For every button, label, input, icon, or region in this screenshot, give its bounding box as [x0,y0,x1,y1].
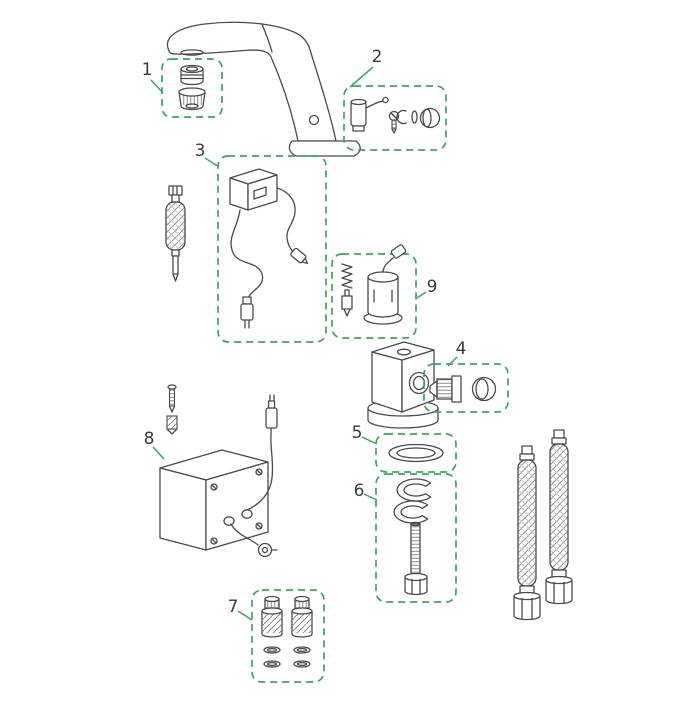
cable-gland-2 [241,509,253,519]
sensor-lead [246,427,274,511]
callout-5-leader [361,436,378,445]
faucet-body [166,21,361,157]
valve-side-port [408,371,430,395]
flex-hose-left [513,445,541,621]
sensor-cable [276,187,296,253]
callout-3: 3 [195,141,206,161]
part-3-box [217,155,327,343]
part-7-box [251,589,325,683]
threaded-rod [410,521,421,575]
callout-9: 9 [427,277,438,297]
anchor-screw [166,384,178,435]
cartridge-cable [382,257,394,273]
hex-nut [404,572,428,596]
part-group-7: 7 [228,589,325,683]
callout-2: 2 [372,47,383,67]
callout-9-leader [416,291,427,299]
power-lead-plug [257,542,278,558]
pilot-valve [350,96,389,132]
horseshoe-washer-1 [396,478,432,502]
part-group-4: 4 [423,339,509,413]
callout-3-leader [204,157,220,168]
part-group-9: 9 [331,244,438,339]
riser-tube [165,185,186,282]
callout-1: 1 [142,60,153,80]
sensor-lead-plug [265,394,278,429]
flex-hose-right [545,429,573,605]
callout-7-leader [237,610,253,621]
callout-7: 7 [228,597,239,617]
screw [388,110,400,134]
faucet-seam [261,23,273,53]
flex-hose-left-nut [513,591,541,621]
check-valve-1 [261,595,283,668]
cable-gland-1 [223,516,235,526]
part-2-box [343,85,447,151]
part-group-1: 1 [142,58,223,118]
aerator-insert [180,64,204,86]
cable-connector-b [240,296,254,329]
spring [341,263,353,289]
part-group-2: 2 [343,47,447,151]
power-lead [230,523,259,546]
aerator [178,87,206,111]
base-gasket [388,443,444,463]
sensor-window [308,114,320,126]
ring-nut [471,376,497,402]
part-4-box [423,363,509,413]
callout-8-leader [152,446,165,460]
cover-cap [419,107,441,129]
faucet-base [288,140,361,157]
part-group-8: 8 [144,384,278,558]
control-box [159,449,269,551]
part-6-box [375,473,457,603]
cartridge-plug [390,244,407,259]
part-group-6: 6 [354,473,457,603]
callout-5: 5 [352,423,363,443]
part-group-5: 5 [352,423,457,473]
callout-6: 6 [354,481,365,501]
horseshoe-washer-2 [393,500,429,524]
callout-6-leader [363,493,378,501]
flex-hose-right-nut [545,575,573,605]
sensor-module [229,168,278,211]
valve-top-port [396,348,412,356]
callout-4: 4 [456,339,467,359]
part-9-box [331,253,417,339]
retaining-clip [396,109,407,125]
callout-4-leader [447,356,458,367]
lid-screws [210,468,263,545]
solenoid-cartridge [363,244,407,325]
callout-1-leader [150,79,164,94]
check-valve-2 [291,595,313,668]
sensor-cable-loop [230,209,264,303]
part-1-box [161,58,223,118]
valve-body [367,341,439,429]
callout-2-leader [349,66,374,88]
part-5-box [375,433,457,473]
plunger [341,289,353,317]
threaded-fitting [429,375,462,403]
cable-connector-a [290,247,309,264]
part-group-3: 3 [195,141,327,343]
callout-8: 8 [144,429,155,449]
spout-outlet [180,49,204,56]
o-ring-washer [411,110,418,124]
wall-plug [166,415,178,430]
